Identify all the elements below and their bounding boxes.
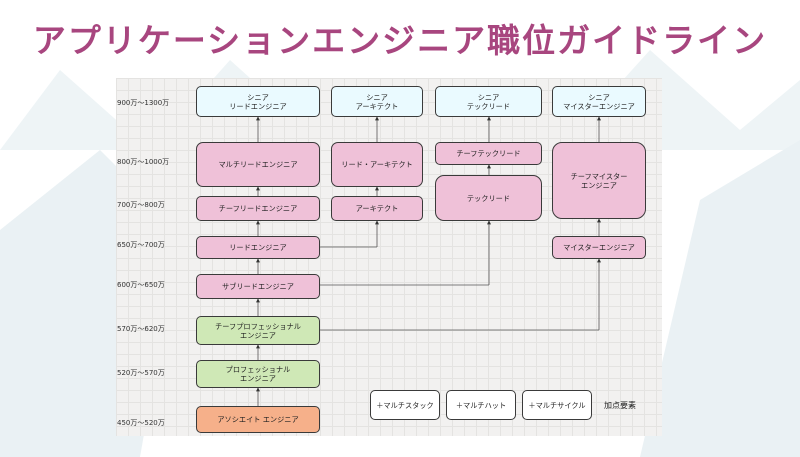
- node-line: シニア: [588, 92, 610, 102]
- node-multi-lead-engineer: マルチリードエンジニア: [196, 142, 320, 187]
- node-professional-engineer: プロフェッショナル エンジニア: [196, 360, 320, 388]
- node-line: テックリード: [466, 193, 511, 203]
- node-senior-meister: シニア マイスターエンジニア: [552, 86, 646, 117]
- node-line: リードエンジニア: [229, 243, 287, 252]
- node-line: チーフプロフェッショナル: [215, 321, 301, 331]
- addon-multistack: ＋マルチスタック: [370, 390, 440, 420]
- node-line: プロフェッショナル: [225, 365, 291, 374]
- node-line: マイスターエンジニア: [563, 243, 635, 252]
- node-senior-architect: シニア アーキテクト: [331, 86, 423, 117]
- node-chief-meister: チーフマイスター エンジニア: [552, 142, 646, 219]
- salary-band: 700万～800万: [117, 201, 165, 209]
- salary-band: 650万～700万: [117, 241, 165, 249]
- node-line: シニア: [366, 92, 388, 102]
- node-chief-lead-engineer: チーフリードエンジニア: [196, 196, 320, 221]
- node-associate-engineer: アソシエイト エンジニア: [196, 406, 320, 433]
- node-line: シニア: [477, 92, 500, 102]
- node-line: リードエンジニア: [229, 101, 287, 111]
- node-architect: アーキテクト: [331, 196, 423, 221]
- salary-band: 520万～570万: [117, 369, 165, 377]
- node-line: エンジニア: [240, 374, 276, 383]
- node-lead-engineer: リードエンジニア: [196, 236, 320, 259]
- node-chief-techlead: チーフテックリード: [435, 142, 542, 165]
- salary-band: 800万～1000万: [117, 158, 170, 166]
- node-senior-techlead: シニア テックリード: [435, 86, 542, 117]
- addon-label: ＋マルチハット: [455, 400, 507, 410]
- node-line: チーフマイスター: [570, 171, 628, 181]
- node-senior-lead-engineer: シニア リードエンジニア: [196, 86, 320, 117]
- salary-band: 450万～520万: [117, 419, 165, 427]
- node-chief-professional-engineer: チーフプロフェッショナル エンジニア: [196, 316, 320, 345]
- salary-band: 600万～650万: [117, 281, 165, 289]
- node-line: アーキテクト: [355, 204, 399, 213]
- addon-multihat: ＋マルチハット: [446, 390, 516, 420]
- node-line: マイスターエンジニア: [563, 101, 635, 111]
- salary-band: 900万～1300万: [117, 99, 170, 107]
- node-line: シニア: [247, 92, 269, 102]
- node-sublead-engineer: サブリードエンジニア: [196, 274, 320, 299]
- node-line: チーフリードエンジニア: [218, 204, 298, 213]
- addon-label: ＋マルチサイクル: [528, 400, 586, 410]
- node-meister-engineer: マイスターエンジニア: [552, 236, 646, 259]
- salary-band: 570万～620万: [117, 325, 165, 333]
- node-line: テックリード: [466, 101, 511, 111]
- node-lead-architect: リード・アーキテクト: [331, 142, 423, 187]
- node-techlead: テックリード: [435, 175, 542, 221]
- node-line: エンジニア: [240, 330, 276, 340]
- node-line: サブリードエンジニア: [222, 282, 294, 291]
- node-line: アソシエイト エンジニア: [217, 415, 299, 424]
- node-line: アーキテクト: [355, 101, 399, 111]
- addon-multicycle: ＋マルチサイクル: [522, 390, 592, 420]
- node-line: マルチリードエンジニア: [218, 160, 298, 169]
- page-title: アプリケーションエンジニア職位ガイドライン: [32, 21, 768, 60]
- node-line: リード・アーキテクト: [341, 160, 413, 169]
- node-line: エンジニア: [581, 180, 617, 190]
- addon-legend-label: 加点要素: [604, 401, 636, 410]
- node-line: チーフテックリード: [456, 149, 521, 158]
- addon-label: ＋マルチスタック: [376, 400, 434, 410]
